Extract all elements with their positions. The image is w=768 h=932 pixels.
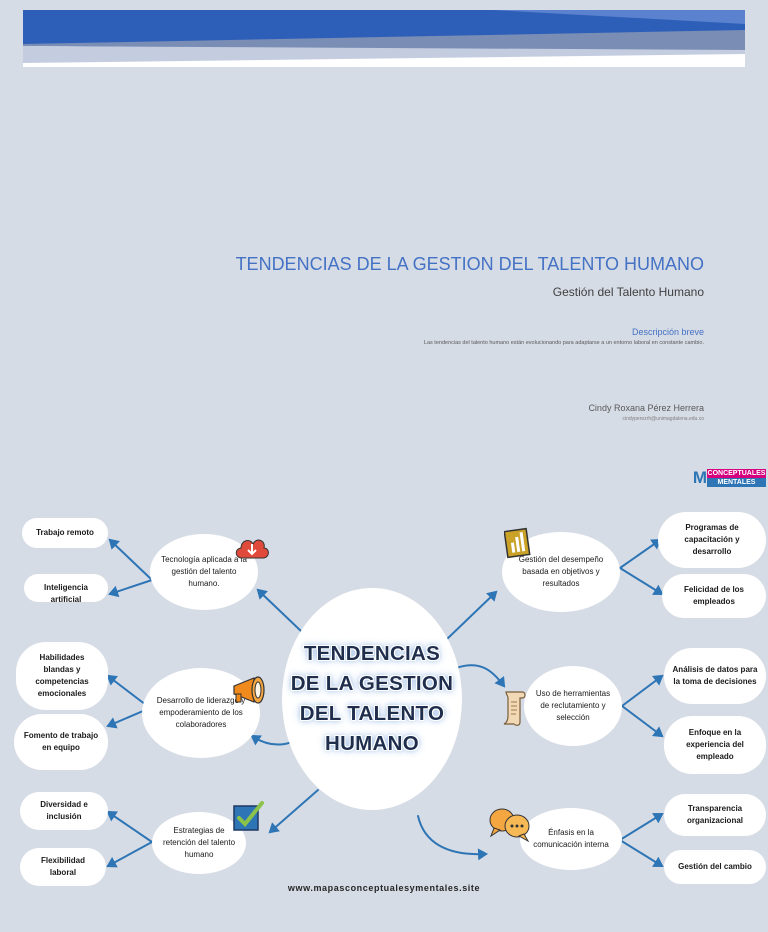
- arrow-rec-analisis: [621, 674, 664, 707]
- site-logo: M CONCEPTUALES MENTALES: [690, 468, 766, 488]
- arrow-com-transparencia: [619, 812, 664, 841]
- website-url[interactable]: www.mapasconceptualesymentales.site: [287, 883, 481, 893]
- leaf-label: Enfoque en la experiencia del empleado: [686, 728, 744, 761]
- leaf-label: Programas de capacitación y desarrollo: [684, 523, 740, 556]
- leaf-label: Habilidades blandas y competencias emoci…: [35, 653, 89, 698]
- logo-letter: M: [692, 468, 708, 487]
- branch-tecnologia-label: Tecnología aplicada a la gestión del tal…: [161, 555, 247, 588]
- leaf-gestion-cambio: Gestión del cambio: [664, 850, 766, 884]
- arrow-com-gestion: [619, 839, 664, 868]
- leaf-label: Flexibilidad laboral: [40, 856, 85, 877]
- leaf-transparencia: Transparencia organizacional: [664, 794, 766, 836]
- arrow-center-retencion: [268, 789, 319, 834]
- leaf-enfoque-experiencia: Enfoque en la experiencia del empleado: [664, 716, 766, 774]
- description-heading: Descripción breve: [631, 327, 704, 337]
- branch-retencion: Estrategias de retención del talento hum…: [152, 812, 246, 874]
- cover-title: TENDENCIAS DE LA GESTION DEL TALENTO HUM…: [235, 254, 704, 274]
- arrow-des-felicidad: [619, 567, 664, 596]
- leaf-inteligencia-artificial: Inteligencia artificial: [24, 574, 108, 602]
- branch-reclutamiento-label: Uso de herramientas de reclutamiento y s…: [535, 689, 611, 722]
- leaf-trabajo-remoto: Trabajo remoto: [22, 518, 108, 548]
- arrow-ret-diversidad: [106, 810, 153, 843]
- leaf-flexibilidad: Flexibilidad laboral: [20, 848, 106, 886]
- chat-bubbles-icon: [489, 808, 530, 842]
- leaf-programas-capacitacion: Programas de capacitación y desarrollo: [658, 512, 766, 568]
- checkbox-icon: [233, 801, 264, 831]
- logo-line-2: MENTALES: [707, 478, 766, 487]
- leaf-label: Diversidad e inclusión: [40, 800, 88, 821]
- branch-liderazgo-label: Desarrollo de liderazgo y empoderamiento…: [156, 696, 246, 729]
- branch-comunicacion: Énfasis en la comunicación interna: [520, 808, 622, 870]
- scroll-icon: [503, 691, 526, 726]
- leaf-habilidades-blandas: Habilidades blandas y competencias emoci…: [16, 642, 108, 710]
- megaphone-icon: [233, 676, 265, 704]
- author-name: Cindy Roxana Pérez Herrera: [588, 403, 704, 413]
- leaf-label: Gestión del cambio: [678, 862, 752, 871]
- arrow-tec-ia: [108, 579, 153, 598]
- arrow-des-programas: [619, 538, 662, 569]
- arrow-center-comunicacion: [417, 815, 488, 861]
- branch-reclutamiento: Uso de herramientas de reclutamiento y s…: [524, 666, 622, 746]
- arrow-rec-enfoque: [621, 705, 664, 738]
- branch-retencion-label: Estrategias de retención del talento hum…: [162, 826, 236, 859]
- cover-subtitle: Gestión del Talento Humano: [552, 285, 704, 299]
- leaf-label: Transparencia organizacional: [686, 804, 743, 825]
- leaf-analisis-datos: Análisis de datos para la toma de decisi…: [664, 648, 766, 704]
- cloud-download-icon: [235, 539, 269, 559]
- arrow-center-desempeno: [445, 590, 498, 641]
- leaf-label: Análisis de datos para la toma de decisi…: [672, 665, 758, 686]
- description-text: Las tendencias del talento humano están …: [423, 340, 704, 346]
- leaf-felicidad-empleados: Felicidad de los empleados: [662, 574, 766, 618]
- chart-board-icon: [504, 527, 531, 559]
- arrow-center-reclutamiento: [455, 664, 506, 688]
- branch-comunicacion-label: Énfasis en la comunicación interna: [533, 828, 609, 849]
- leaf-label: Felicidad de los empleados: [683, 585, 744, 606]
- header-banner: [23, 10, 745, 67]
- author-email: cindyperezrh@unimagdalena.edu.co: [622, 416, 704, 422]
- logo-line-1: CONCEPTUALES: [707, 469, 766, 478]
- leaf-label: Trabajo remoto: [36, 528, 94, 537]
- branch-desempeno-label: Gestión del desempeño basada en objetivo…: [518, 555, 604, 588]
- arrow-ret-flexibilidad: [106, 841, 153, 868]
- arrow-center-tecnologia: [256, 588, 303, 633]
- arrow-tec-trabajo: [108, 538, 153, 581]
- branch-tecnologia: Tecnología aplicada a la gestión del tal…: [150, 534, 258, 610]
- branch-liderazgo: Desarrollo de liderazgo y empoderamiento…: [142, 668, 260, 758]
- leaf-fomento-trabajo: Fomento de trabajo en equipo: [14, 714, 108, 770]
- leaf-label: Fomento de trabajo en equipo: [23, 731, 99, 752]
- leaf-label: Inteligencia artificial: [43, 583, 88, 602]
- leaf-diversidad: Diversidad e inclusión: [20, 792, 108, 830]
